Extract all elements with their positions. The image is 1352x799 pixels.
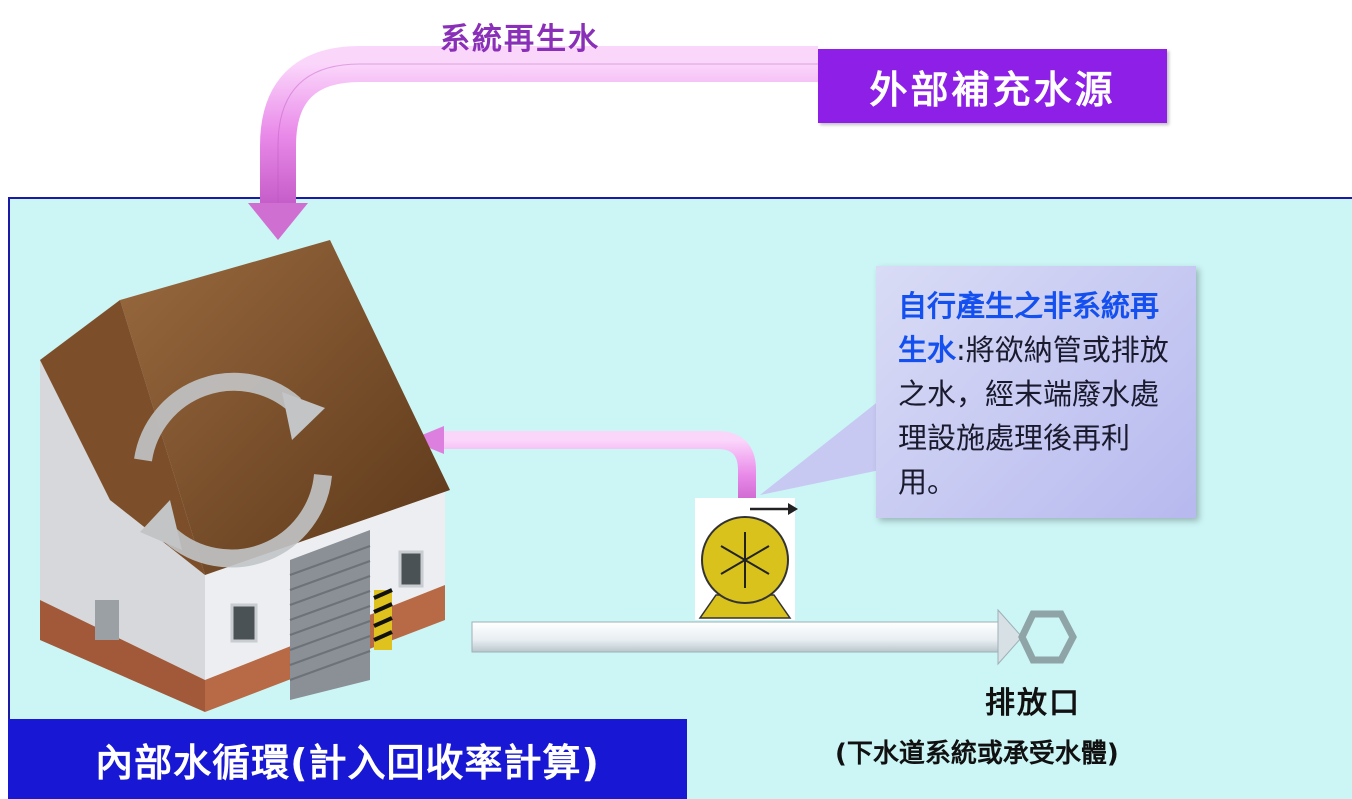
outlet-hexagon-icon bbox=[1018, 610, 1077, 664]
callout-body: 將欲納管或排放之水，經末端廢水處理設施處理後再利用。 bbox=[898, 333, 1169, 499]
pump-icon bbox=[695, 498, 798, 620]
external-water-source-label: 外部補充水源 bbox=[869, 67, 1116, 112]
callout-pointer bbox=[760, 400, 880, 495]
factory-icon bbox=[40, 240, 450, 712]
system-reclaimed-water-arrow bbox=[248, 46, 818, 240]
recycle-arrows-icon bbox=[134, 372, 332, 568]
callout-highlight: 自行產生之非系統再生水 bbox=[898, 289, 1160, 367]
external-water-source-box: 外部補充水源 bbox=[818, 49, 1167, 123]
system-reclaimed-water-label: 系統再生水 bbox=[440, 22, 600, 57]
outlet-subtitle: (下水道系統或承受水體) bbox=[835, 739, 1119, 769]
callout-colon: : bbox=[956, 333, 966, 367]
outlet-title: 排放口 bbox=[985, 686, 1081, 721]
discharge-pipe bbox=[471, 608, 1023, 666]
internal-water-cycle-label: 內部水循環(計入回收率計算) bbox=[95, 740, 600, 785]
internal-water-cycle-box: 內部水循環(計入回收率計算) bbox=[8, 719, 687, 799]
internal-recycle-pipe bbox=[410, 426, 756, 510]
callout-box: 自行產生之非系統再生水:將欲納管或排放之水，經末端廢水處理設施處理後再利用。 bbox=[876, 266, 1196, 518]
